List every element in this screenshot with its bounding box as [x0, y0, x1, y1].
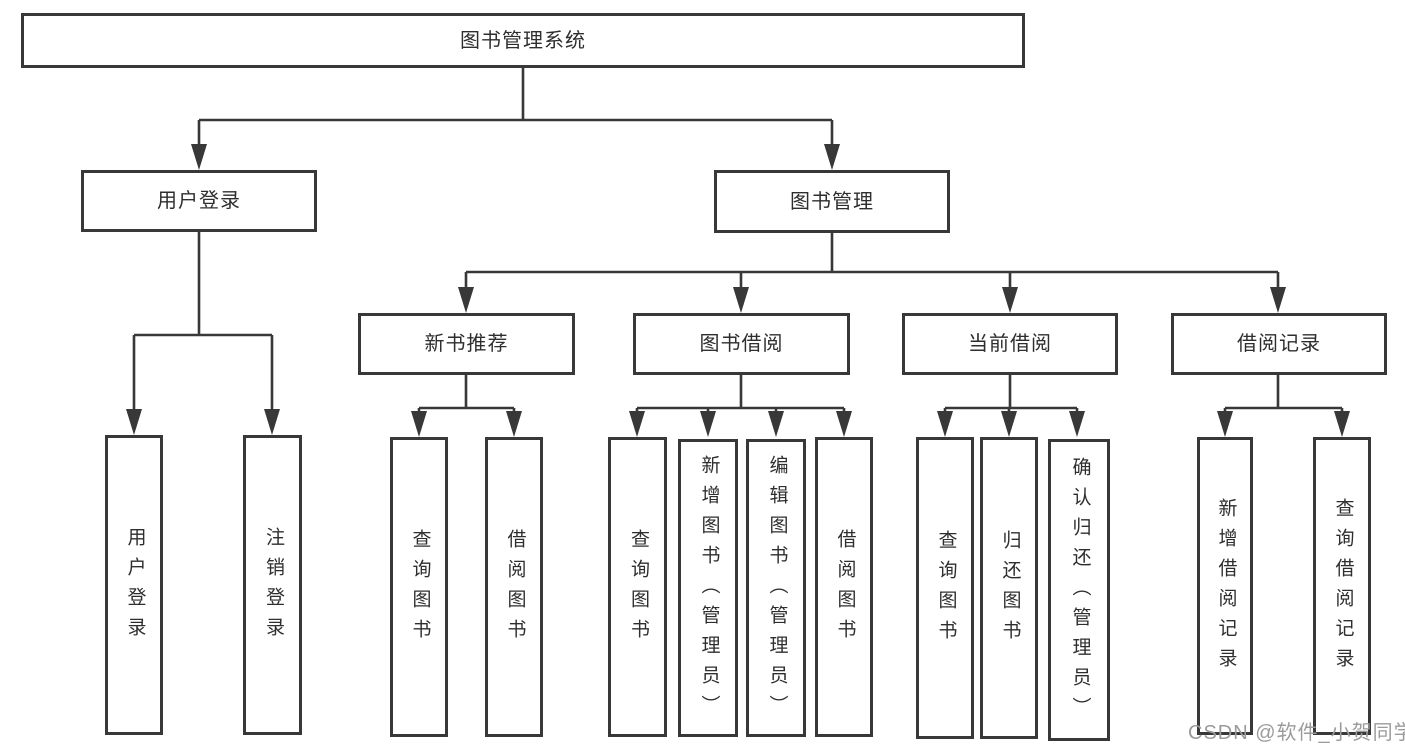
node-leaf-return-books: 归还图书 [980, 437, 1038, 739]
node-current-borrow: 当前借阅 [902, 313, 1118, 375]
node-leaf-query-books-1: 查询图书 [390, 437, 448, 737]
arrowheads [126, 144, 1350, 437]
node-leaf-add-borrow-record: 新增借阅记录 [1197, 437, 1253, 735]
node-user-login-module: 用户登录 [81, 170, 317, 232]
node-borrow-records: 借阅记录 [1171, 313, 1387, 375]
node-book-management: 图书管理 [714, 170, 950, 233]
node-leaf-user-login: 用户登录 [105, 435, 163, 735]
node-book-borrow: 图书借阅 [633, 313, 850, 375]
csdn-watermark: CSDN @软件_小贺同学 [1188, 722, 1405, 744]
node-leaf-logout: 注销登录 [243, 435, 302, 735]
node-leaf-confirm-return-admin: 确认归还（管理员） [1048, 439, 1110, 741]
node-leaf-query-borrow-record: 查询借阅记录 [1313, 437, 1371, 735]
node-leaf-borrow-books-1: 借阅图书 [485, 437, 543, 737]
node-leaf-edit-books-admin: 编辑图书（管理员） [746, 439, 806, 737]
node-leaf-add-books-admin: 新增图书（管理员） [678, 439, 738, 737]
node-root-system: 图书管理系统 [21, 13, 1025, 68]
node-leaf-query-books-2: 查询图书 [608, 437, 667, 737]
node-leaf-borrow-books-2: 借阅图书 [815, 437, 873, 737]
node-leaf-query-books-3: 查询图书 [916, 437, 974, 739]
node-new-book-recommend: 新书推荐 [358, 313, 575, 375]
